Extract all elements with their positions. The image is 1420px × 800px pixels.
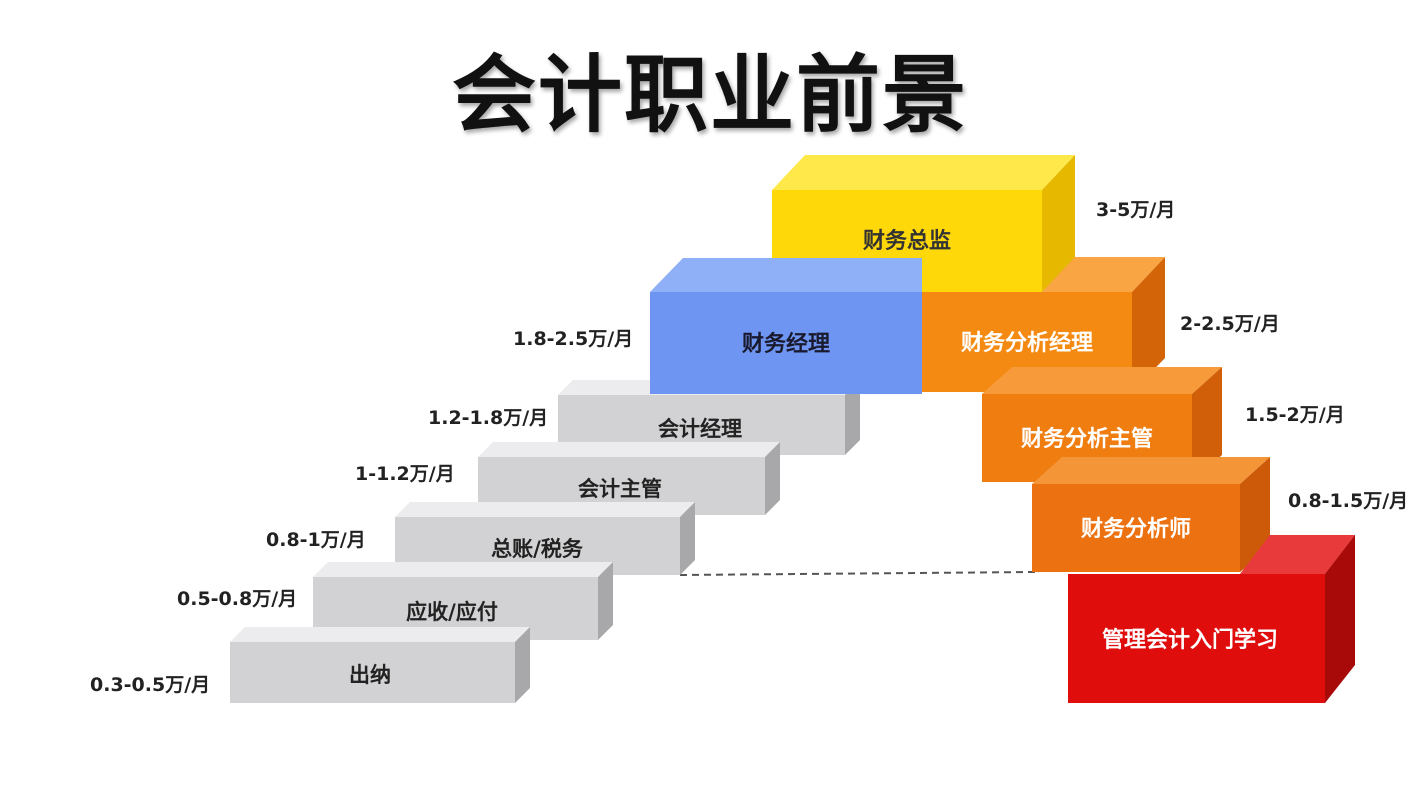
salary-finance-manager: 1.8-2.5万/月 [513, 328, 634, 350]
salary-cashier: 0.3-0.5万/月 [90, 674, 211, 696]
role-label: 财务分析经理 [961, 330, 1093, 356]
step-cashier: 出纳 [230, 627, 530, 703]
step-receivable-payable: 应收/应付 [313, 562, 613, 640]
salary-financial-analyst: 0.8-1.5万/月 [1288, 490, 1409, 512]
salary-financial-analysis-manager: 2-2.5万/月 [1180, 313, 1280, 335]
role-label: 财务总监 [863, 228, 951, 254]
role-label: 出纳 [349, 663, 391, 687]
block-financial-analyst: 财务分析师 [1032, 457, 1270, 572]
role-label: 总账/税务 [491, 537, 584, 561]
role-label: 会计主管 [578, 477, 662, 501]
salary-accounting-manager: 1.2-1.8万/月 [428, 407, 549, 429]
salary-cfo: 3-5万/月 [1096, 199, 1176, 221]
salary-financial-analysis-supervisor: 1.5-2万/月 [1245, 404, 1345, 426]
role-label: 会计经理 [658, 417, 742, 441]
role-label: 管理会计入门学习 [1102, 627, 1278, 653]
page-title: 会计职业前景 [451, 46, 968, 144]
block-management-accounting-intro: 管理会计入门学习 [1068, 535, 1355, 703]
role-label: 财务分析师 [1081, 516, 1191, 542]
dashed-connector [679, 571, 1036, 576]
role-label: 财务经理 [742, 331, 830, 357]
salary-general-ledger-tax: 0.8-1万/月 [266, 529, 366, 551]
block-finance-manager: 财务经理 [650, 258, 922, 394]
role-label: 应收/应付 [406, 600, 498, 624]
salary-receivable-payable: 0.5-0.8万/月 [177, 588, 298, 610]
role-label: 财务分析主管 [1021, 426, 1153, 452]
block-financial-analysis-manager: 财务分析经理 [922, 257, 1165, 392]
salary-accounting-supervisor: 1-1.2万/月 [355, 463, 455, 485]
